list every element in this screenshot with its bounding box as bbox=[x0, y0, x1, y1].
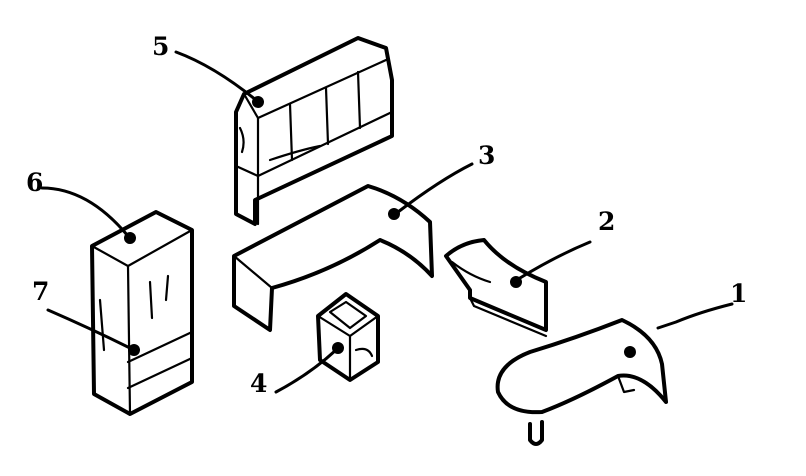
leader-5 bbox=[174, 50, 258, 102]
dot-4 bbox=[332, 342, 344, 354]
callout-4: 4 bbox=[250, 369, 267, 398]
dot-5 bbox=[252, 96, 264, 108]
leader-7 bbox=[46, 308, 136, 352]
part-6-tall-cabinet bbox=[90, 210, 194, 416]
callout-7: 7 bbox=[32, 277, 49, 306]
attachment-dots bbox=[124, 96, 636, 358]
leader-1 bbox=[656, 302, 734, 330]
dot-1 bbox=[624, 346, 636, 358]
dot-2 bbox=[510, 276, 522, 288]
callout-5: 5 bbox=[152, 32, 169, 61]
dot-6 bbox=[124, 232, 136, 244]
callout-2: 2 bbox=[598, 207, 615, 236]
dot-7 bbox=[128, 344, 140, 356]
callout-3: 3 bbox=[478, 141, 495, 170]
leader-lines bbox=[40, 50, 734, 394]
part-5-hutch bbox=[234, 36, 394, 226]
leader-2 bbox=[518, 240, 592, 280]
leader-4 bbox=[274, 348, 338, 394]
callout-labels: 5 6 7 3 2 1 4 bbox=[26, 32, 747, 398]
part-2-connector bbox=[444, 238, 548, 338]
dot-3 bbox=[388, 208, 400, 220]
part-4-cube bbox=[316, 292, 380, 382]
callout-6: 6 bbox=[26, 168, 43, 197]
callout-1: 1 bbox=[730, 279, 747, 308]
part-1-peninsula-table bbox=[495, 318, 668, 446]
part-3-worksurface bbox=[232, 184, 434, 332]
leader-3 bbox=[396, 162, 474, 214]
leader-6 bbox=[40, 186, 130, 238]
